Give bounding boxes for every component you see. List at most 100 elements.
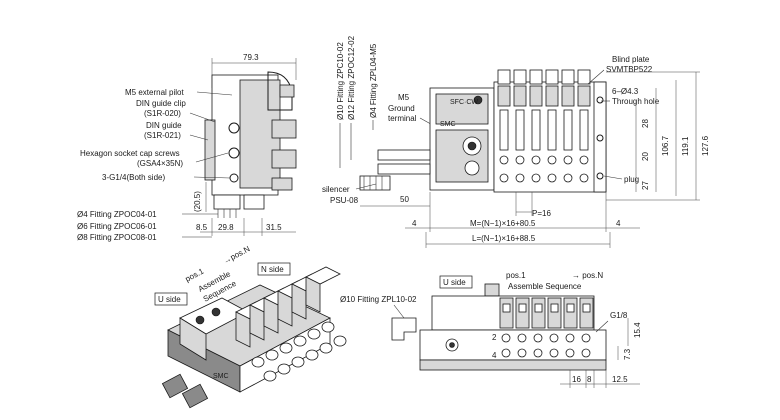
label-m5-pilot: M5 external pilot — [125, 88, 184, 97]
iso-fitting — [333, 335, 347, 347]
front-slice-window — [502, 303, 511, 313]
station-coil-top — [497, 69, 511, 85]
valve-stations — [497, 69, 591, 183]
front-view: U side pos.1 → pos.N Assemble Sequence Ø… — [340, 271, 642, 388]
port-2-circle — [517, 333, 527, 343]
label-fit6: Ø6 Fitting ZPOC06-01 — [77, 222, 157, 231]
label-din-clip: DIN guide clip — [136, 99, 186, 108]
side-port-2 — [228, 147, 240, 159]
station-coil — [545, 85, 559, 107]
svg-text:SMC: SMC — [213, 373, 229, 380]
knob-icon — [464, 160, 480, 176]
iso-fitting — [319, 342, 333, 354]
label-port-3: 3-G1/4(Both side) — [102, 173, 165, 182]
label-blind-plate: Blind plate — [612, 55, 650, 64]
dim-m-formula: M=(N−1)×16+80.5 — [470, 219, 536, 228]
station-port — [515, 173, 525, 183]
elbow-fitting — [391, 317, 417, 341]
iso-pos1: pos.1 — [184, 266, 206, 283]
iso-slice-side — [277, 290, 293, 327]
isometric-view: pos.1 →pos.N Assemble Sequence N side U … — [154, 244, 347, 409]
station-port — [499, 155, 509, 165]
dim-8: 8 — [587, 375, 592, 384]
station-port — [579, 173, 589, 183]
label-hex-screws-code: (GSA4×35N) — [137, 159, 183, 168]
dim-106-7: 106.7 — [661, 135, 670, 156]
station-port — [563, 155, 573, 165]
station-body — [515, 109, 525, 151]
front-slice-window — [566, 303, 575, 313]
station-coil — [577, 85, 591, 107]
iso-fitting — [321, 321, 335, 333]
iso-slice-side — [263, 297, 279, 334]
label-silencer-code: PSU-08 — [330, 196, 359, 205]
base-port-core — [449, 342, 455, 348]
station-body — [531, 109, 541, 151]
dim-50: 50 — [400, 195, 409, 204]
iso-slice-side — [235, 311, 251, 348]
dim-p16: P=16 — [532, 209, 551, 218]
dim-31-5: 31.5 — [266, 223, 282, 232]
iso-n-side: N side — [261, 265, 284, 274]
dim-7-3: 7.3 — [623, 348, 632, 360]
station-body — [499, 109, 509, 151]
label-ground: Ground — [388, 104, 415, 113]
station-coil — [513, 85, 527, 107]
dim-29-8: 29.8 — [218, 223, 234, 232]
front-slice — [515, 297, 530, 329]
dim-119-1: 119.1 — [681, 136, 690, 156]
port-4-circle — [501, 348, 511, 358]
label-din-clip-code: (S1R-020) — [144, 109, 181, 118]
port-2-circle — [533, 333, 543, 343]
label-din-guide: DIN guide — [146, 121, 182, 130]
label-fit8: Ø8 Fitting ZPOC08-01 — [77, 233, 157, 242]
iso-fitting — [291, 356, 305, 368]
port-2-circle — [501, 333, 511, 343]
front-slice — [563, 297, 578, 329]
end-plate — [593, 81, 607, 193]
svg-text:SFC·CW: SFC·CW — [450, 99, 478, 106]
front-pos1: pos.1 — [506, 271, 526, 280]
front-slice-window — [550, 303, 559, 313]
iso-slice-side — [291, 283, 307, 320]
front-assemble: Assemble Sequence — [508, 282, 582, 291]
station-port — [499, 173, 509, 183]
station-port — [547, 155, 557, 165]
station-coil — [529, 85, 543, 107]
station-port — [531, 173, 541, 183]
port-label-2: 2 — [492, 333, 497, 342]
iso-fitting — [251, 356, 265, 368]
iso-fitting — [279, 342, 293, 354]
front-slice — [547, 297, 562, 329]
front-fit10: Ø10 Fitting ZPL10-02 — [340, 295, 417, 304]
label-blind-plate-code: SVMTBP522 — [606, 65, 653, 74]
port-2-circle — [581, 333, 591, 343]
front-slice — [499, 297, 514, 329]
port-label-4: 4 — [492, 351, 497, 360]
side-port-1 — [228, 122, 240, 134]
port-4-circle — [549, 348, 559, 358]
svg-text:SMC: SMC — [440, 121, 456, 128]
port-4-circle — [581, 348, 591, 358]
station-coil-top — [545, 69, 559, 85]
front-slice-window — [534, 303, 543, 313]
front-u-side: U side — [443, 278, 466, 287]
station-body — [547, 109, 557, 151]
iso-fitting — [293, 335, 307, 347]
front-slice-window — [518, 303, 527, 313]
label-fit12: Ø12 Fitting ZPOC12-02 — [347, 35, 356, 120]
side-view: 79.3 M5 external pilot DIN guide clip (S… — [77, 53, 297, 242]
label-silencer: silencer — [322, 185, 350, 194]
label-din-guide-code: (S1R-021) — [144, 131, 181, 140]
station-port — [563, 173, 573, 183]
pilot-cover — [267, 71, 293, 111]
iso-fitting — [305, 349, 319, 361]
dim-127-6: 127.6 — [701, 135, 710, 156]
front-ports — [445, 333, 591, 358]
dim-12-5: 12.5 — [612, 375, 628, 384]
dim-g18: G1/8 — [610, 311, 628, 320]
iso-u-side: U side — [158, 295, 181, 304]
iso-fitting — [263, 370, 277, 382]
dim-79-3: 79.3 — [243, 53, 259, 62]
